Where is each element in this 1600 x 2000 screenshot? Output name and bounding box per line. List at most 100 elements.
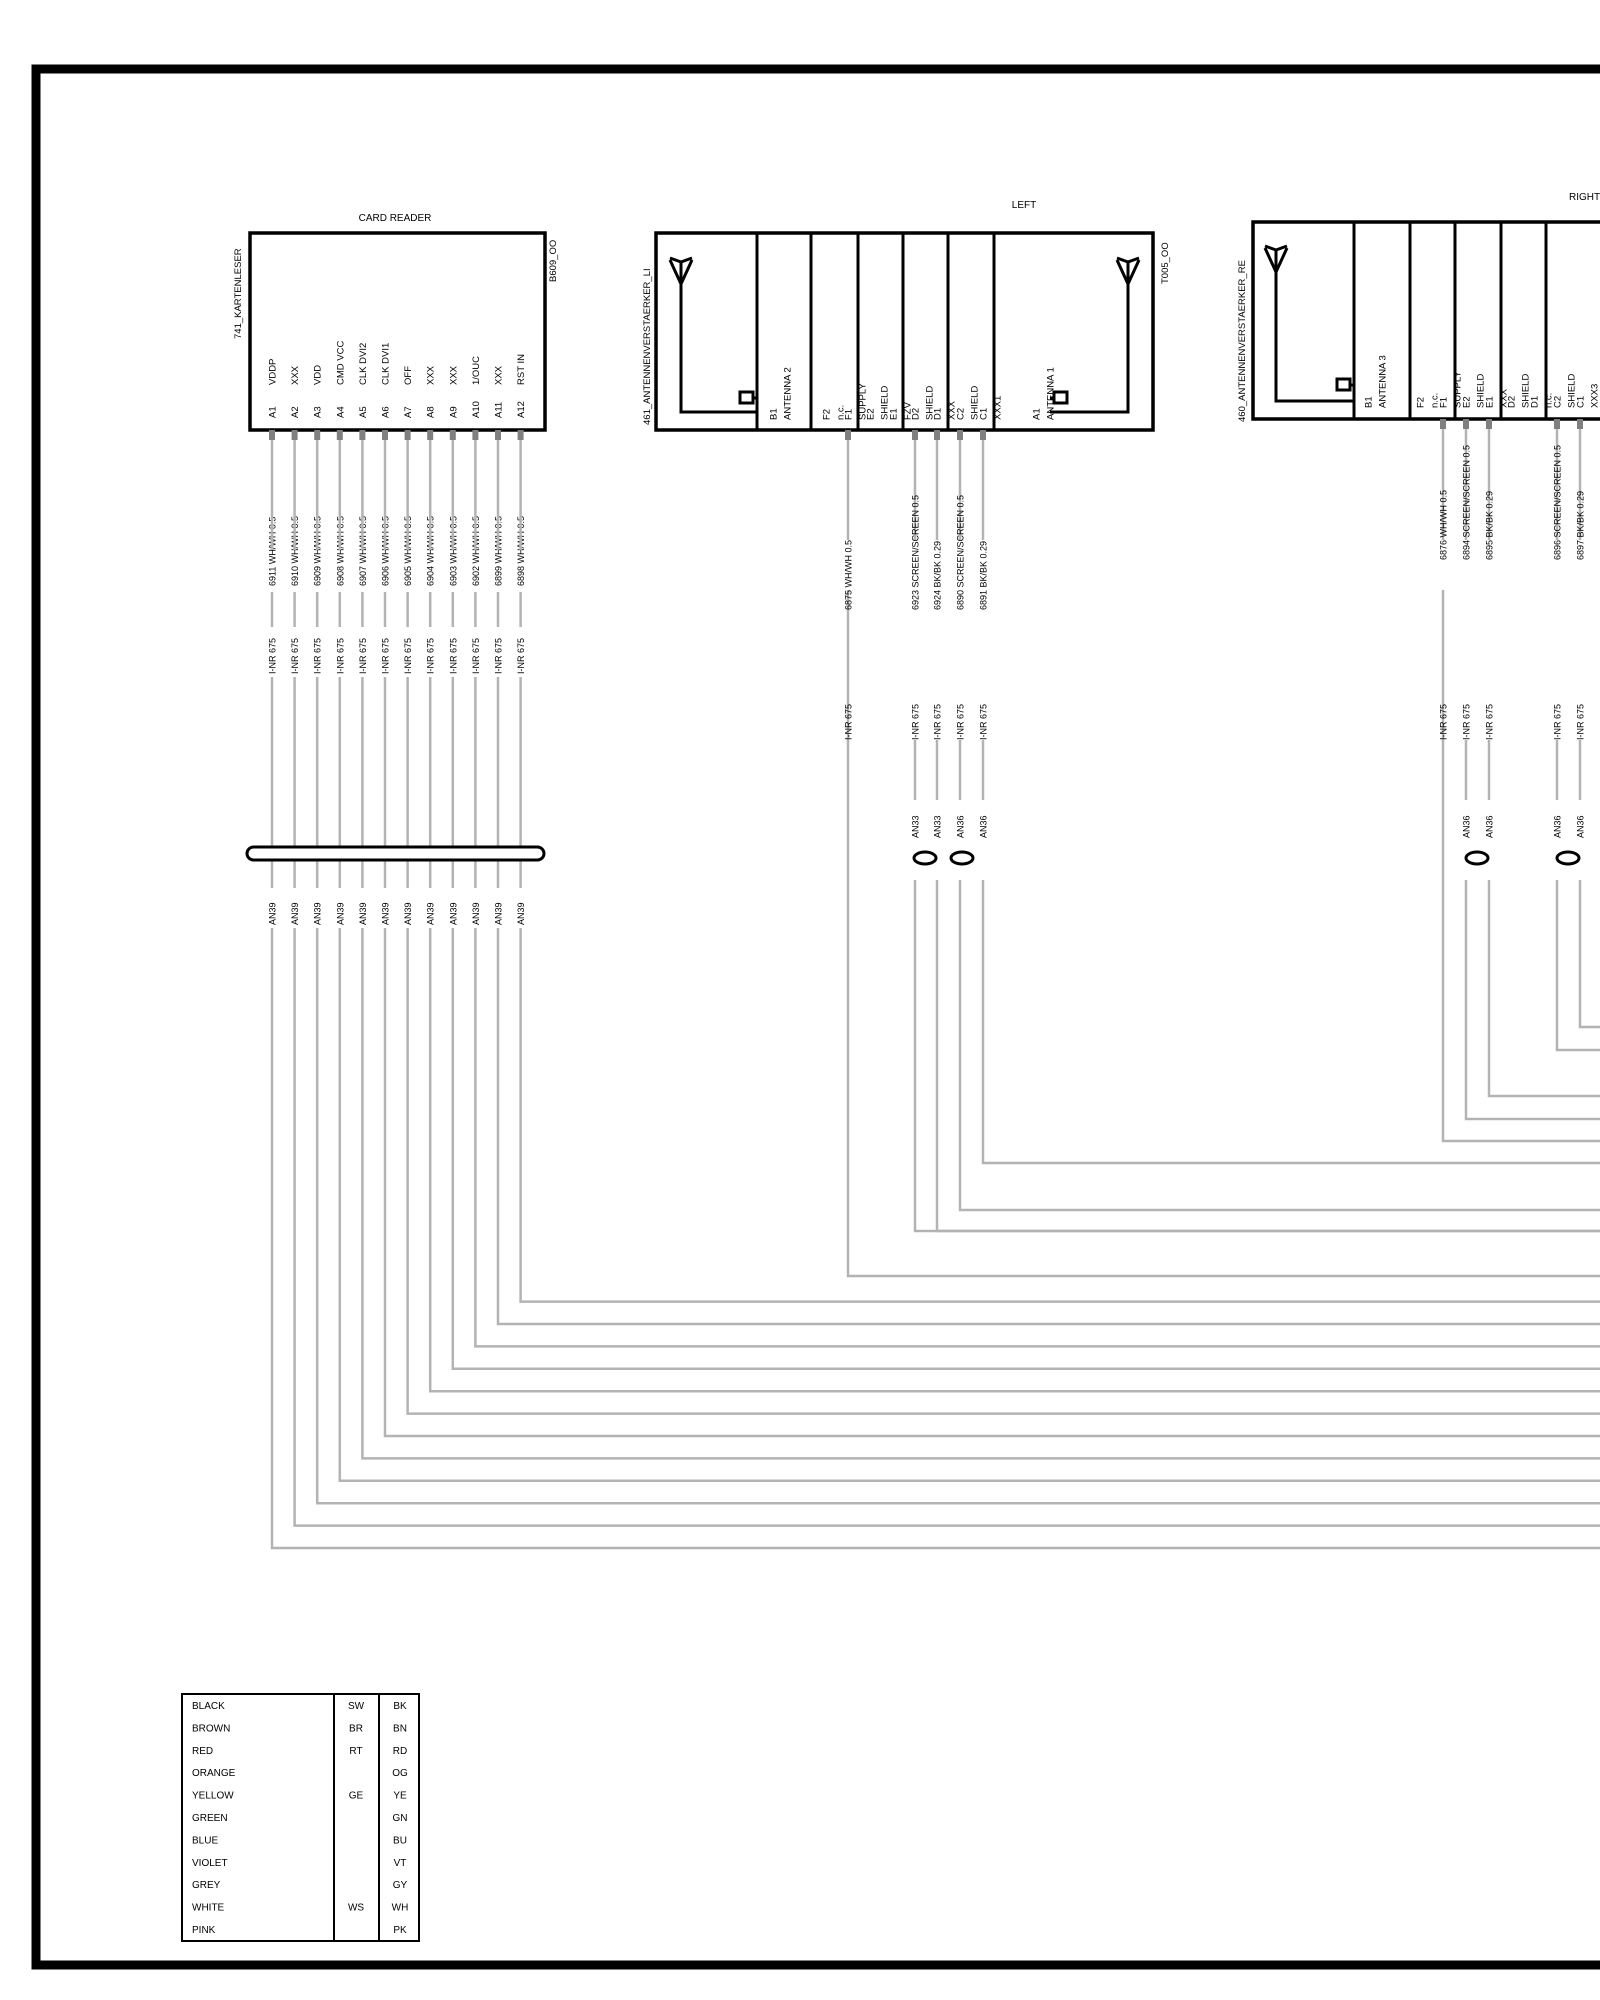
pin-terminal	[269, 430, 275, 440]
harness-label: I-NR 675	[494, 638, 504, 674]
pin-label: E2	[866, 408, 877, 420]
wire-label: 6903 WH/WH 0.5	[448, 516, 458, 586]
pin-signal-label: CLK DVI2	[358, 343, 369, 385]
pin-terminal	[495, 430, 501, 440]
wire-label: 6907 WH/WH 0.5	[358, 516, 368, 586]
wire	[981, 440, 1600, 1165]
pin-terminal	[382, 430, 388, 440]
wire	[519, 440, 1600, 1303]
pin-signal-label: XXX	[426, 365, 437, 385]
wire	[383, 440, 1600, 1438]
harness-bundle-clamp	[949, 850, 975, 866]
pin-terminal	[314, 430, 321, 440]
legend-color-name: WHITE	[192, 1903, 225, 1914]
bundle-label: AN33	[911, 815, 921, 838]
pin-signal-label: VDD	[313, 365, 324, 385]
pin-signal-label: SHIELD	[1567, 374, 1578, 408]
legend-color-name: PINK	[192, 1925, 216, 1936]
legend-color-code: BK	[393, 1701, 407, 1712]
pin-signal-label: VDDP	[268, 359, 279, 385]
pin-signal-label: OFF	[403, 366, 414, 385]
bundle-label: AN39	[381, 902, 391, 925]
wire	[361, 440, 1600, 1460]
right-amp-side-label: 460_ANTENNENVERSTAERKER_RE	[1237, 260, 1248, 422]
wire	[451, 440, 1600, 1371]
legend-color-name: BLUE	[192, 1835, 218, 1846]
pin-terminal	[1577, 419, 1583, 429]
bundle-label: AN36	[956, 815, 966, 838]
pin-signal-label: 1/OUC	[471, 356, 482, 385]
left-amp-title: LEFT	[1012, 200, 1036, 211]
harness-label: I-NR 675	[1439, 704, 1449, 740]
wire-label: 6891 BK/BK 0.29	[979, 541, 989, 610]
bundle-label: AN36	[1462, 815, 1472, 838]
pin-terminal	[291, 430, 298, 440]
legend-color-code: WH	[392, 1903, 409, 1914]
pin-signal-label: XXX	[947, 400, 958, 420]
legend-color-code: BU	[393, 1835, 407, 1846]
bundle-label: AN39	[335, 902, 345, 925]
wire-label: 6911 WH/WH 0.5	[268, 517, 278, 586]
bundle-label: AN36	[979, 815, 989, 838]
legend-color-name: ORANGE	[192, 1768, 236, 1779]
pin-label: D2	[911, 408, 922, 420]
harness-bundle-clamp	[245, 845, 546, 862]
wire	[474, 440, 1600, 1348]
pin-signal-label: XXX	[494, 365, 505, 385]
harness-label: I-NR 675	[448, 638, 458, 674]
wire-label: 6876 WH/WH 0.5	[1439, 490, 1449, 560]
pin-terminal	[1440, 419, 1446, 429]
legend-color-code: PK	[393, 1925, 407, 1936]
pin-signal-label: CMD VCC	[335, 341, 346, 385]
pin-label: A4	[335, 406, 346, 418]
pin-label: A7	[403, 406, 414, 418]
pin-signal-label: ANTENNA 1	[1046, 367, 1057, 420]
card-reader-title: CARD READER	[359, 213, 432, 224]
harness-label: I-NR 675	[933, 704, 943, 740]
wire	[270, 440, 1600, 1550]
pin-label: F2	[822, 409, 833, 420]
bundle-label: AN39	[448, 902, 458, 925]
pin-signal-label: XXX	[1499, 388, 1510, 408]
legend-color-name: GREY	[192, 1880, 221, 1891]
pin-label: D1	[1530, 396, 1541, 408]
harness-label: I-NR 675	[381, 638, 391, 674]
legend-color-name: YELLOW	[192, 1791, 234, 1802]
pin-terminal	[980, 430, 986, 440]
harness-label: I-NR 675	[1553, 704, 1563, 740]
bundle-label: AN39	[268, 902, 278, 925]
pin-terminal	[934, 430, 940, 440]
antenna-icon	[1263, 244, 1354, 403]
harness-bundle-clamp	[912, 850, 938, 866]
pin-label: A9	[448, 406, 459, 418]
card-reader-body	[248, 231, 547, 432]
legend-color-code: YE	[393, 1791, 407, 1802]
pin-label: E1	[889, 408, 900, 420]
legend-color-abbr-de: SW	[348, 1701, 365, 1712]
bundle-label: AN36	[1553, 815, 1563, 838]
pin-signal-label: SUPPLY	[1453, 371, 1464, 408]
pin-terminal	[1554, 419, 1560, 429]
wire-label: 6906 WH/WH 0.5	[381, 516, 391, 586]
pin-terminal	[472, 430, 479, 440]
wire-label: 6899 WH/WH 0.5	[494, 516, 504, 586]
pin-label: A12	[516, 401, 527, 418]
pin-signal-label: XXX1	[993, 396, 1004, 420]
pin-signal-label: ANTENNA 2	[783, 367, 794, 420]
pin-label: D2	[1507, 396, 1518, 408]
wire-label: 6894 SCREEN/SCREEN 0.5	[1462, 445, 1472, 560]
pin-signal-label: n.c.	[1430, 393, 1441, 408]
wire-label: 6908 WH/WH 0.5	[335, 516, 345, 586]
drawing-frame	[31, 64, 1600, 1970]
left-amp-side-label: 461_ANTENNENVERSTAERKER_LI	[642, 268, 653, 425]
wire	[406, 440, 1600, 1415]
bundle-label: AN39	[426, 902, 436, 925]
pin-label: F1	[844, 409, 855, 420]
pin-signal-label: SHIELD	[925, 386, 936, 420]
legend-color-abbr-de: RT	[349, 1746, 362, 1757]
harness-label: I-NR 675	[844, 704, 854, 740]
wire-label: 6902 WH/WH 0.5	[471, 516, 481, 586]
wire-label: 6898 WH/WH 0.5	[516, 516, 526, 586]
